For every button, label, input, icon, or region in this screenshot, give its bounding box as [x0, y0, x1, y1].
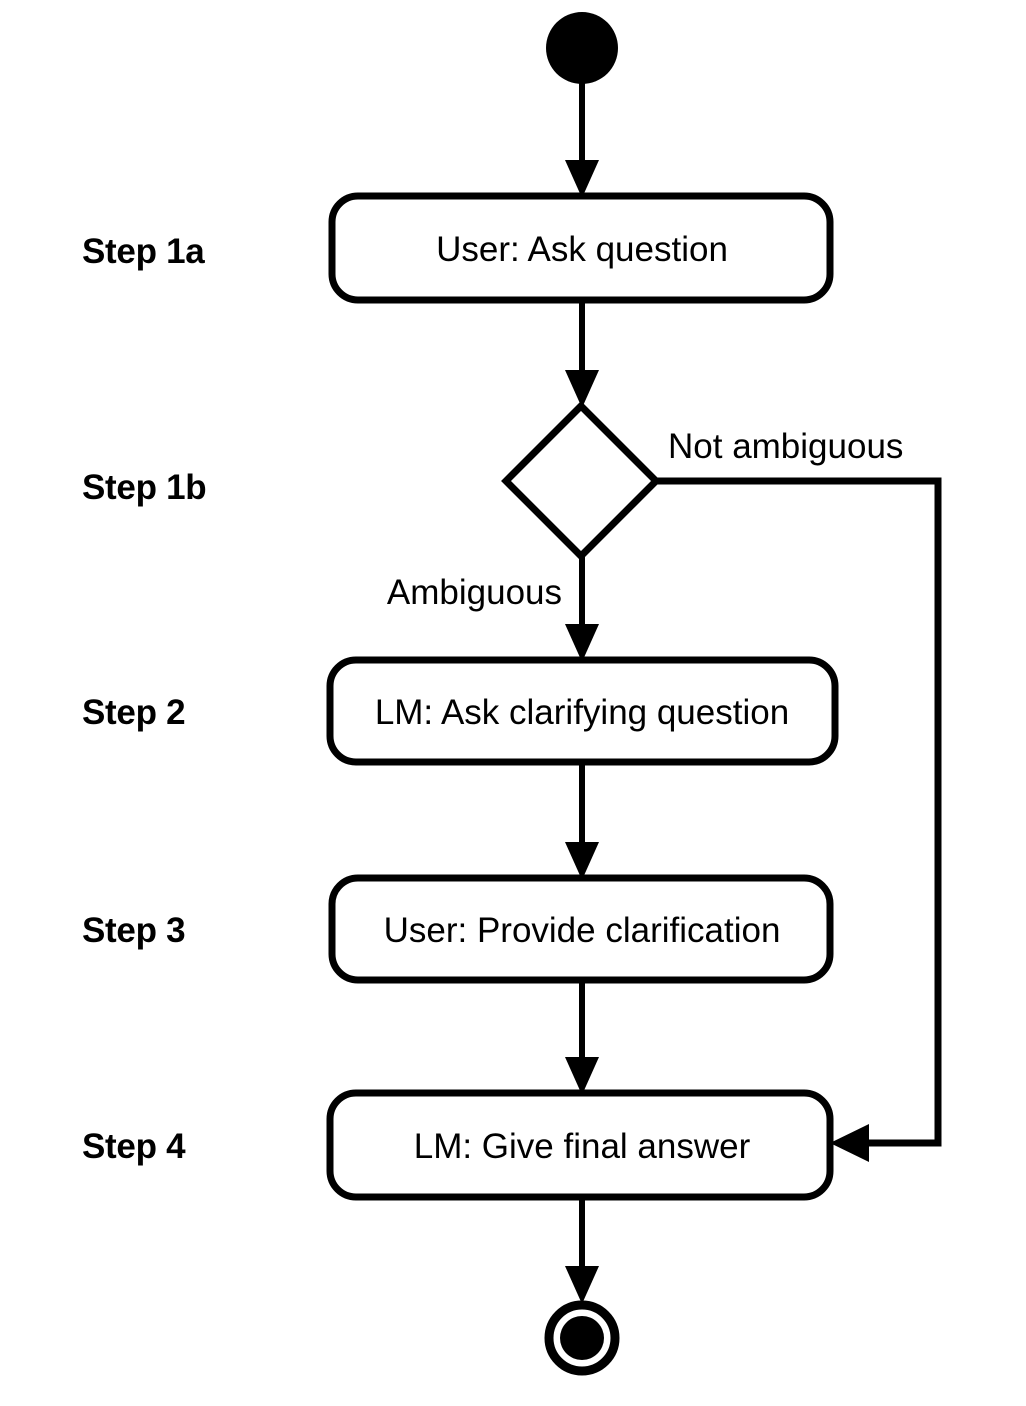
edge-label-ambiguous: Ambiguous — [387, 573, 562, 612]
action-node-give-final-answer[interactable] — [326, 1089, 834, 1201]
initial-node — [546, 12, 618, 84]
step-label-4: Step 4 — [82, 1127, 186, 1166]
step-label-1a: Step 1a — [82, 232, 205, 271]
action-node-provide-clarification-label: User: Provide clarification — [384, 911, 781, 950]
edge-action2-to-action3 — [565, 762, 599, 880]
action-node-ask-clarifying-question[interactable] — [326, 656, 839, 766]
action-node-ask-clarifying-question-label: LM: Ask clarifying question — [375, 693, 789, 732]
edge-start-to-action1 — [565, 83, 599, 198]
action-node-provide-clarification[interactable] — [328, 874, 834, 984]
edge-action3-to-action4 — [565, 980, 599, 1095]
step-label-3: Step 3 — [82, 911, 185, 950]
action-node-give-final-answer-label: LM: Give final answer — [414, 1127, 751, 1166]
decision-node-ambiguity[interactable] — [501, 401, 661, 561]
action-node-ask-question-label: User: Ask question — [436, 230, 728, 269]
edge-label-not-ambiguous: Not ambiguous — [668, 427, 903, 466]
final-node — [544, 1300, 620, 1376]
step-label-2: Step 2 — [82, 693, 185, 732]
edge-decision-bypass-to-action4 — [655, 477, 942, 1162]
edge-decision-to-action2 — [565, 556, 599, 662]
edge-action4-to-end — [565, 1197, 599, 1304]
action-node-ask-question[interactable] — [328, 192, 834, 304]
step-label-1b: Step 1b — [82, 468, 206, 507]
edge-action1-to-decision — [565, 300, 599, 408]
